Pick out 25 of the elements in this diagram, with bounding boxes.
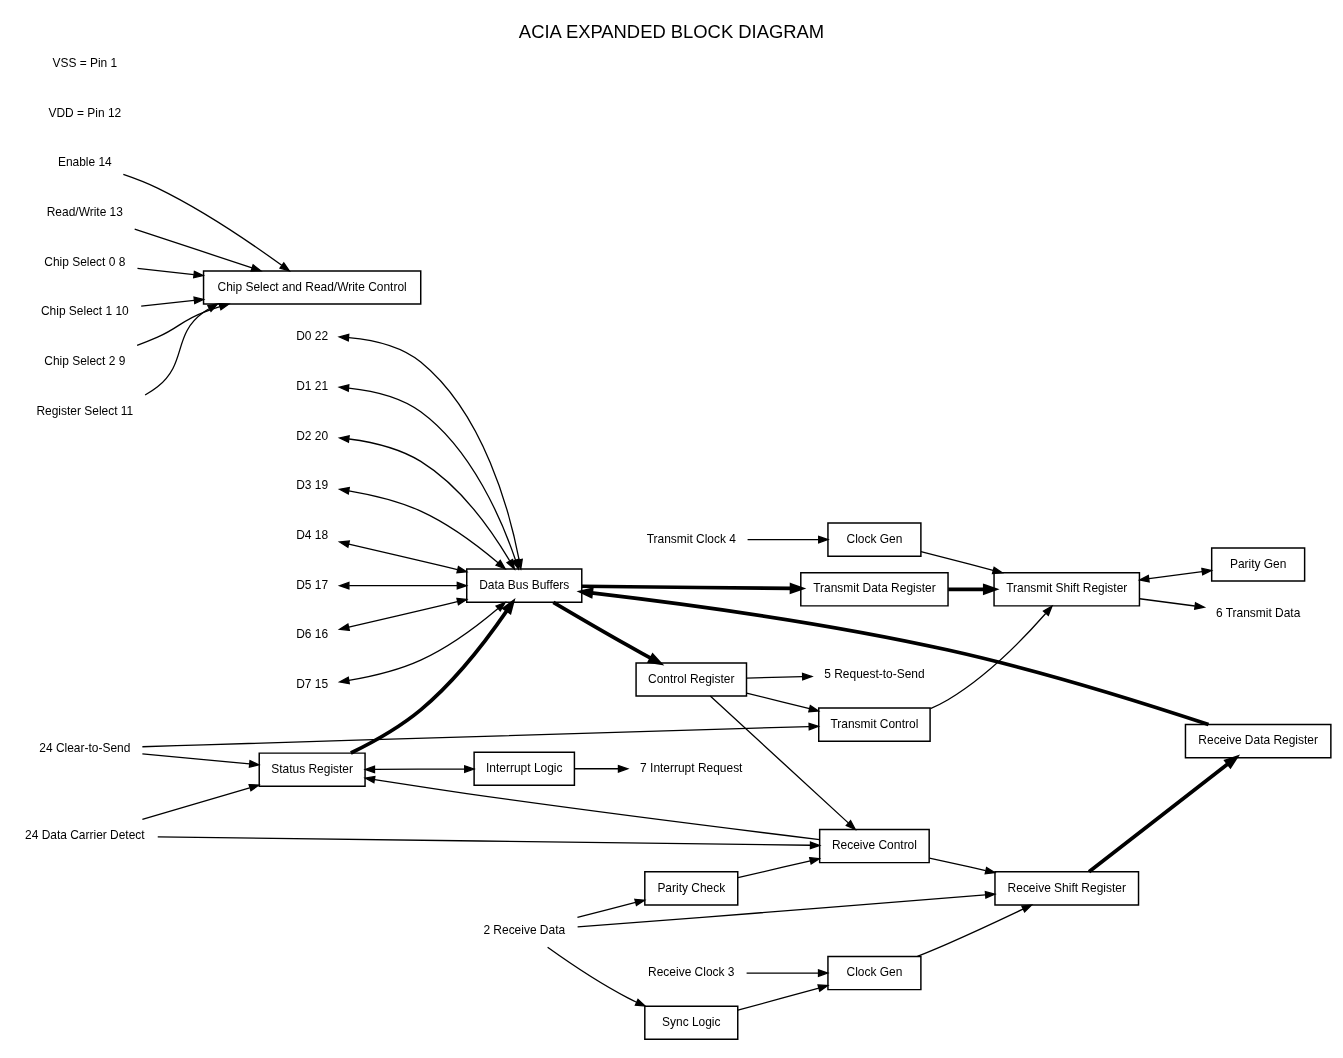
node-text: D7 15 — [296, 676, 329, 691]
node-text: 24 Clear-to-Send — [39, 740, 131, 755]
node-text: D0 22 — [296, 328, 329, 343]
node-text: Register Select 11 — [36, 403, 134, 418]
node-text: 5 Request-to-Send — [824, 666, 925, 681]
node-text: D2 20 — [296, 428, 329, 443]
node-text: D6 16 — [296, 626, 329, 641]
diagram-title: ACIA EXPANDED BLOCK DIAGRAM — [518, 20, 825, 42]
node-text: Chip Select 0 8 — [44, 254, 126, 269]
node-text: 24 Data Carrier Detect — [25, 827, 145, 842]
node-text: Read/Write 13 — [46, 204, 123, 219]
node-text: 7 Interrupt Request — [640, 760, 743, 775]
node-text: Enable 14 — [57, 154, 112, 169]
label: VDD = Pin 12 — [48, 105, 122, 120]
node-text: 6 Transmit Data — [1215, 605, 1301, 620]
node-text: D3 19 — [296, 477, 329, 492]
node-text: D1 21 — [296, 378, 329, 393]
node-text: 2 Receive Data — [483, 922, 566, 937]
node-text: Chip Select 2 9 — [44, 353, 126, 368]
node-text: D5 17 — [296, 577, 329, 592]
node-text: Chip Select 1 10 — [40, 303, 129, 318]
label: VSS = Pin 1 — [52, 55, 118, 70]
node-text: Receive Clock 3 — [648, 964, 735, 979]
node-text: Transmit Clock 4 — [646, 531, 736, 546]
node-text: D4 18 — [296, 527, 329, 542]
